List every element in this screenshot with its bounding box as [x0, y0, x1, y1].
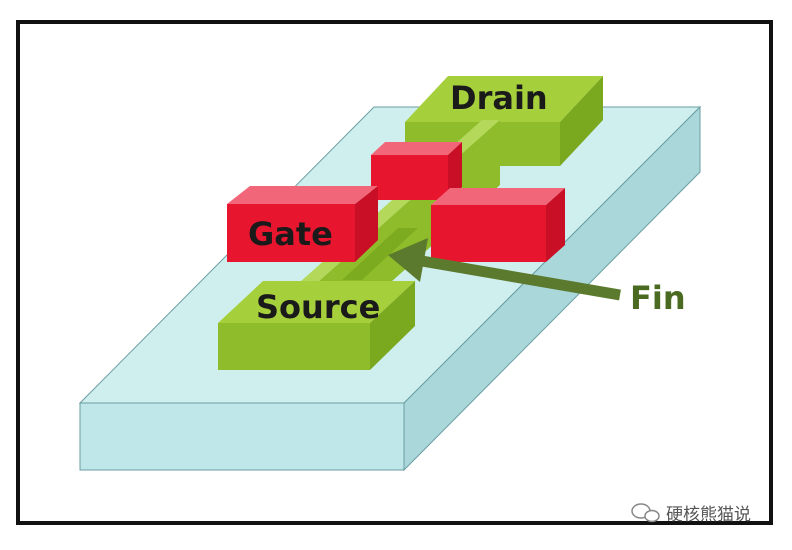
drain-side — [560, 76, 603, 166]
fin-arrow — [388, 238, 621, 301]
fin-arrow-shaft — [415, 254, 621, 301]
source-block — [218, 281, 415, 370]
gate-back-top — [371, 142, 462, 155]
gate-left-top — [227, 186, 378, 204]
gate-right-top — [431, 188, 565, 205]
gate-back-side — [448, 142, 462, 200]
gate-back-front — [371, 155, 448, 200]
gate-left-front — [227, 204, 355, 262]
wechat-icon — [631, 503, 660, 523]
gate-right-side — [546, 188, 565, 262]
source-label: Source — [256, 288, 380, 326]
source-side — [370, 281, 415, 370]
gate-left-block — [227, 186, 378, 262]
fin-channel — [342, 228, 418, 280]
source-top — [218, 281, 415, 323]
gate-left-side — [355, 186, 378, 262]
fin-label: Fin — [630, 279, 686, 317]
fin-arrow-head — [388, 238, 428, 282]
watermark: 硬核熊猫说 — [631, 503, 751, 525]
source-front — [218, 323, 370, 370]
gate-right-front — [431, 205, 546, 262]
watermark-text: 硬核熊猫说 — [666, 505, 751, 525]
gate-right-block — [431, 188, 565, 262]
drain-label: Drain — [450, 79, 548, 117]
gate-back-block — [371, 142, 462, 200]
substrate-front — [79, 402, 405, 471]
gate-label: Gate — [248, 215, 333, 253]
drain-top — [405, 76, 603, 122]
